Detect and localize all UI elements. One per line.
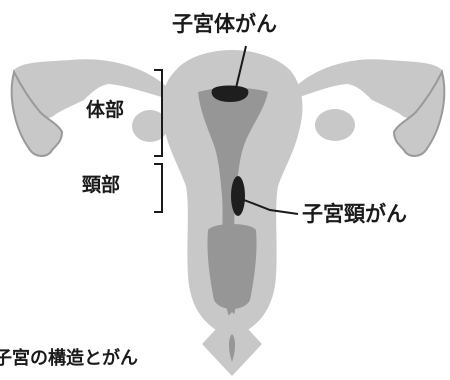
cervix-part-label: 頸部: [82, 176, 120, 195]
cervical-cancer-label: 子宮頸がん: [302, 204, 407, 225]
cervical-canal: [207, 224, 256, 309]
uterine-body-tumor: [212, 86, 249, 103]
right-ovary: [315, 109, 355, 141]
diagram-caption: 子宮の構造とがん: [0, 350, 138, 368]
cervix-bracket: [154, 164, 162, 212]
cervical-tumor: [231, 176, 245, 216]
body-part-label: 体部: [86, 101, 124, 120]
uterine-body-cancer-label: 子宮体がん: [172, 14, 277, 35]
